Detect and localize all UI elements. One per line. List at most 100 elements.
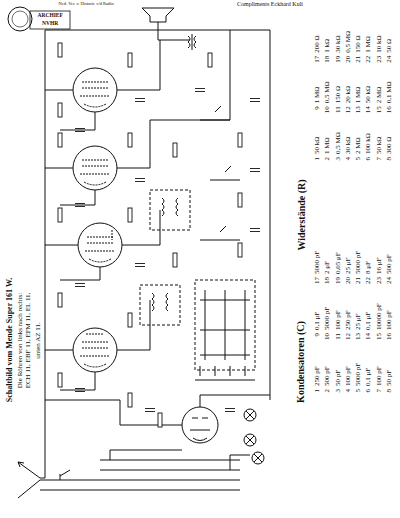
table-value: 0,5 MΩ — [323, 67, 333, 107]
table-number: 8 — [385, 389, 395, 400]
table-number: 16 — [385, 106, 395, 117]
table-value: 200 Ω — [313, 16, 323, 56]
coil-unit — [195, 280, 255, 370]
resistor-symbol — [58, 373, 62, 387]
capacitor-symbol — [75, 204, 85, 207]
table-number: 12 — [344, 333, 354, 344]
table-number: 6 — [364, 157, 374, 168]
resistor-symbol — [238, 193, 242, 207]
resistor-symbol — [58, 103, 62, 117]
tube-az11 — [182, 407, 218, 443]
table-number: 12 — [344, 106, 354, 117]
table-value: 1 MΩ — [354, 67, 364, 107]
value-table: 150 kΩ21 MΩ30,5 MΩ430 kΩ52 MΩ6100 kΩ750 … — [313, 16, 395, 168]
table-number: 17 — [313, 56, 323, 67]
resistor-symbol — [58, 208, 62, 222]
table-value: 0,1 μF — [364, 344, 374, 389]
table-number: 4 — [344, 157, 354, 168]
table-number: 20 — [344, 56, 354, 67]
table-number: 6 — [364, 389, 374, 400]
stamp-frame — [30, 11, 70, 29]
table-value: 8 μF — [364, 232, 374, 277]
table-value: 30 kΩ — [344, 117, 354, 157]
table-value: 50 kΩ — [313, 117, 323, 157]
table-heading: Kondensatoren (C) — [296, 321, 306, 403]
tube-efm11 — [73, 146, 117, 190]
table-value: 5000 pF — [323, 288, 333, 333]
table-value: 30 kΩ — [334, 16, 344, 56]
table-value: 5000 pF — [313, 232, 323, 277]
tube-electrodes — [190, 418, 210, 441]
table-number: 8 — [385, 157, 395, 168]
tube-ebf11 — [78, 223, 122, 267]
table-value: 0,5 MΩ — [334, 117, 344, 157]
table-value: 500 pF — [385, 232, 395, 277]
table-value: 0,05 μF — [334, 232, 344, 277]
table-value: 100 pF — [385, 288, 395, 333]
table-value: 100 kΩ — [364, 117, 374, 157]
table-value: 50 Ω — [385, 16, 395, 56]
table-value: 1 MΩ — [364, 16, 374, 56]
table-value: 50 pF — [385, 344, 395, 389]
table-value: 0,1 MΩ — [385, 67, 395, 107]
supply-rail — [45, 30, 270, 450]
table-number: 17 — [313, 277, 323, 288]
table-value: 25 μF — [344, 232, 354, 277]
table-number: 11 — [334, 333, 344, 344]
control — [200, 106, 240, 240]
wire — [158, 22, 190, 40]
power-transformer — [100, 460, 240, 490]
table-number: 23 — [375, 56, 385, 67]
table-value: 50 kΩ — [364, 67, 374, 107]
resistor-symbol — [128, 133, 132, 147]
table-number: 2 — [323, 157, 333, 168]
table-number: 22 — [364, 56, 374, 67]
table-value: 150 Ω — [334, 67, 344, 107]
resistor-symbol — [58, 133, 62, 147]
tube-note: ECH 11, EBF 11, EFM 11, EL 11, — [25, 292, 32, 388]
if-transformer — [150, 190, 190, 230]
table-number: 10 — [323, 333, 333, 344]
stamp-circle — [8, 7, 32, 31]
resistor-symbol — [238, 133, 242, 147]
mains-switch — [40, 470, 100, 490]
table-number: 3 — [334, 389, 344, 400]
table-value: 5000 pF — [354, 344, 364, 389]
table-value: 1 MΩ — [323, 117, 333, 157]
table-value: 16 μF — [375, 232, 385, 277]
tube-electrodes — [80, 334, 110, 367]
credit-note: Compliments Eckhard Kuli — [237, 1, 303, 7]
table-value: 100 pF — [344, 344, 354, 389]
table-number: 20 — [344, 277, 354, 288]
resistor-symbol — [173, 143, 177, 157]
table-number: 18 — [323, 277, 333, 288]
wire — [45, 90, 100, 390]
stamp-text: ARCHIEF — [38, 13, 63, 19]
table-number: 22 — [364, 277, 374, 288]
table-value: 2 μF — [323, 232, 333, 277]
table-value: 250 pF — [344, 288, 354, 333]
table-value: 1 kΩ — [323, 16, 333, 56]
table-number: 18 — [323, 56, 333, 67]
capacitor-symbol — [75, 129, 85, 132]
capacitor-symbol — [225, 409, 235, 412]
tube-note: Die Röhren von links nach rechts: — [17, 292, 24, 387]
capacitor-symbol — [135, 264, 145, 267]
table-value: 300 Ω — [385, 117, 395, 157]
value-table: 1250 pF2500 pF350 pF4100 pF55000 pF60,1 … — [313, 232, 395, 400]
table-number: 9 — [313, 106, 323, 117]
table-number: 19 — [334, 277, 344, 288]
capacitor-symbol — [145, 409, 155, 412]
table-number: 2 — [323, 389, 333, 400]
wire — [117, 30, 230, 350]
lamp-filament — [246, 411, 262, 462]
table-number: 4 — [344, 389, 354, 400]
wire — [110, 450, 250, 470]
table-value: 25 μF — [354, 288, 364, 333]
table-number: 5 — [354, 389, 364, 400]
table-number: 7 — [375, 389, 385, 400]
table-value: 10000 pF — [375, 288, 385, 333]
table-number: 23 — [375, 277, 385, 288]
antenna-lead — [18, 462, 40, 498]
table-value: 0,1 μF — [364, 288, 374, 333]
